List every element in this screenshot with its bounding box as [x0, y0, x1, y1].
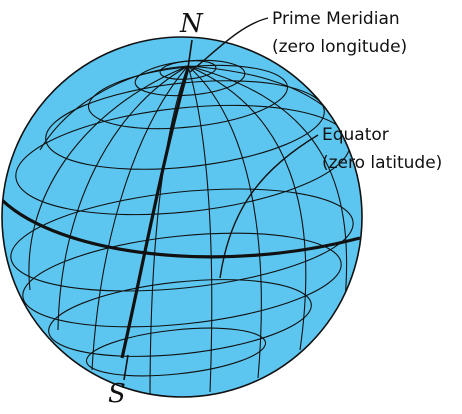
equator-label-line1: Equator [322, 125, 389, 145]
north-label: N [179, 9, 204, 39]
prime-meridian-label-line2: (zero longitude) [272, 37, 407, 57]
equator-label-line2: (zero latitude) [322, 153, 442, 173]
prime-meridian-label-line1: Prime Meridian [272, 9, 400, 29]
south-label: S [108, 379, 126, 409]
